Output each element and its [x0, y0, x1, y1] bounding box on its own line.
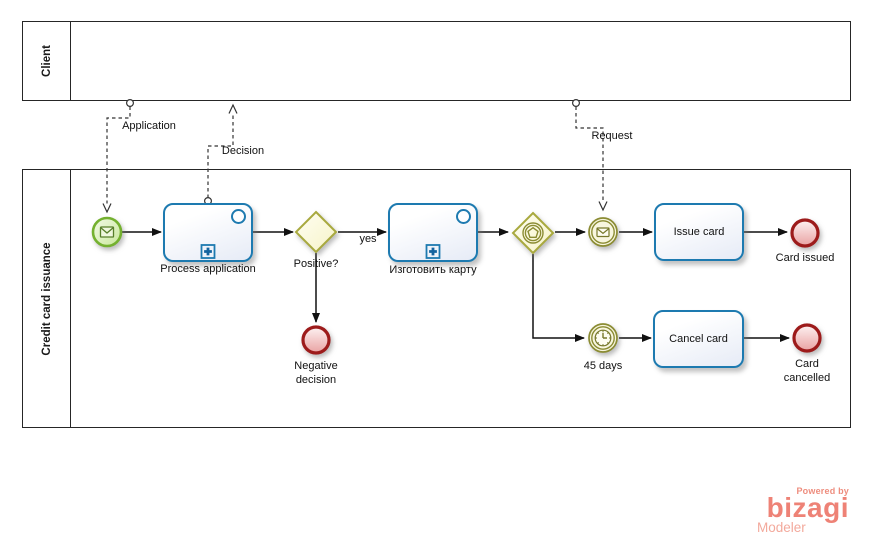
task-issue-card-label: Issue card	[673, 226, 725, 238]
message-flow-decision-label: Decision	[221, 145, 265, 157]
flow-yes-label: yes	[359, 233, 377, 245]
pool-credit-label-band: Credit card issuance	[23, 170, 71, 427]
bizagi-logo: Powered by bizagi Modeler	[757, 486, 849, 535]
task-process-application-label: Process application	[160, 263, 256, 275]
end-event-card-cancelled[interactable]	[790, 321, 824, 355]
subprocess-plus-icon	[200, 244, 216, 259]
pool-credit-label: Credit card issuance	[40, 241, 53, 356]
clock-icon	[594, 329, 612, 347]
end-card-cancelled-label: Card cancelled	[783, 358, 831, 384]
message-start-event[interactable]	[90, 215, 124, 249]
timer-event[interactable]	[586, 321, 620, 355]
message-flow-application-label: Application	[122, 120, 176, 132]
pool-client-label: Client	[40, 45, 53, 77]
end-negative-decision-label: Negative decision	[294, 360, 338, 386]
task-circle-marker	[231, 209, 246, 224]
task-cancel-card[interactable]: Cancel card	[653, 310, 744, 368]
end-event-negative-decision[interactable]	[299, 323, 333, 357]
modeler-text: Modeler	[757, 520, 806, 535]
pool-client-label-band: Client	[23, 22, 71, 100]
envelope-icon	[99, 226, 115, 238]
timer-event-label: 45 days	[583, 360, 623, 372]
task-make-card[interactable]	[388, 203, 478, 262]
end-card-issued-label: Card issued	[775, 252, 835, 264]
gateway-positive-label: Positive?	[293, 258, 339, 270]
message-catch-event[interactable]	[586, 215, 620, 249]
task-circle-marker	[456, 209, 471, 224]
event-based-gateway[interactable]	[510, 210, 556, 256]
task-make-card-label: Изготовить карту	[389, 264, 477, 276]
message-flow-request-label: Request	[591, 130, 633, 142]
bizagi-brand-text: bizagi	[766, 492, 849, 523]
pool-client[interactable]: Client	[22, 21, 851, 101]
event-gateway-pentagon-icon	[522, 222, 544, 244]
envelope-icon	[596, 227, 610, 238]
subprocess-plus-icon	[425, 244, 441, 259]
end-event-card-issued[interactable]	[788, 216, 822, 250]
task-cancel-card-label: Cancel card	[669, 333, 728, 345]
powered-by-text: Powered by	[796, 486, 849, 496]
task-process-application[interactable]	[163, 203, 253, 262]
task-issue-card[interactable]: Issue card	[654, 203, 744, 261]
exclusive-gateway-positive[interactable]	[293, 209, 339, 255]
